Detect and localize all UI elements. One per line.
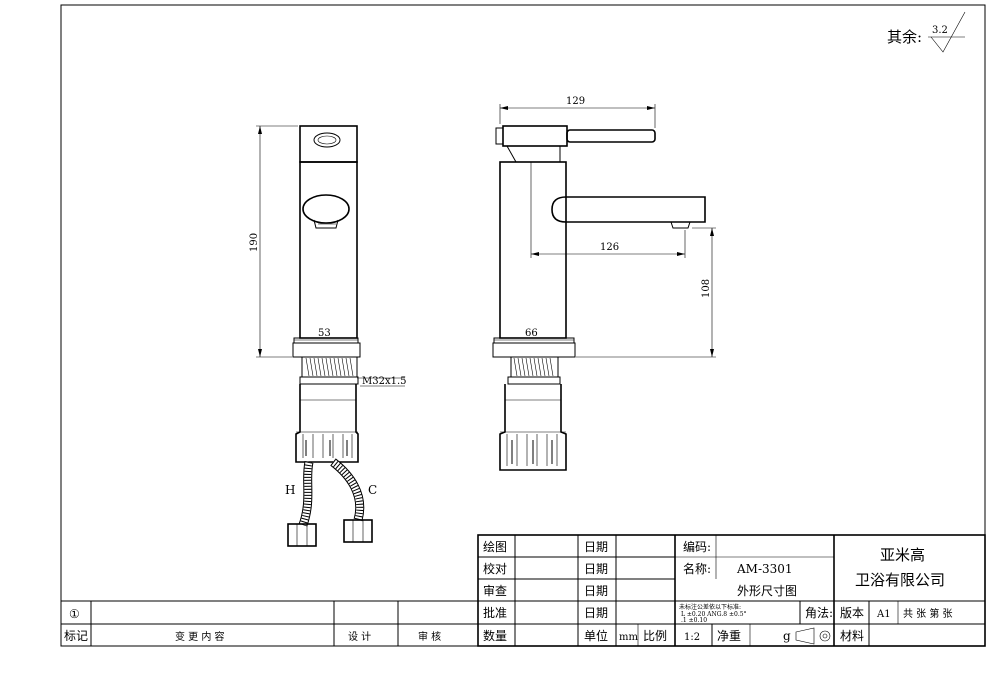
scale-label: 比例 — [643, 629, 667, 643]
revision-block: ① 标记 变 更 内 容 设 计 审 核 — [61, 600, 478, 646]
front-nut — [295, 384, 359, 463]
check-label: 校对 — [483, 561, 507, 576]
dim-height-total: 190 — [249, 233, 260, 252]
design-label: 设 计 — [348, 630, 371, 643]
approve-date-label: 日期 — [584, 606, 608, 620]
projection-symbol-icon — [795, 627, 831, 645]
version-label: 版本 — [840, 606, 864, 620]
version-value: A1 — [876, 609, 891, 620]
side-body — [499, 161, 567, 339]
sheet-border — [60, 4, 986, 647]
tolerance-note-3: .1 ±0.10 — [681, 617, 707, 624]
dim-reach: 126 — [600, 242, 619, 253]
roughness-label: 其余: — [887, 28, 922, 46]
quantity-label: 数量 — [483, 628, 507, 643]
hot-hose-nut — [287, 523, 317, 547]
front-aerator — [302, 194, 350, 224]
side-base — [492, 342, 576, 358]
title-block: 绘图 校对 审查 批准 数量 日期 日期 日期 日期 单位 mm 比例 1:2 … — [477, 534, 986, 647]
name-label: 名称: — [683, 561, 711, 576]
front-view: H C 190 53 M32x1.5 — [249, 125, 407, 547]
front-body — [299, 161, 358, 339]
dim-base-side: 66 — [525, 328, 538, 339]
side-view: 129 126 108 66 — [492, 96, 716, 471]
unit-value: mm — [619, 632, 638, 643]
change-content-label: 变 更 内 容 — [175, 630, 225, 643]
cold-label: C — [368, 483, 377, 497]
sheets-text: 共 张 第 张 — [903, 607, 953, 620]
company-name-line1: 亚米高 — [880, 546, 925, 564]
unit-label: 单位 — [584, 628, 608, 643]
drawing-title: 外形尺寸图 — [737, 584, 797, 598]
side-nut — [499, 384, 567, 471]
review-label: 审 核 — [418, 630, 441, 643]
material-label: 材料 — [840, 629, 864, 643]
dim-base-front: 53 — [318, 328, 331, 339]
weight-label: 净重 — [717, 629, 741, 643]
audit-label: 审查 — [483, 583, 507, 598]
revision-mark: ① — [69, 607, 80, 621]
dim-width-spout: 129 — [566, 96, 585, 107]
draw-date-label: 日期 — [584, 540, 608, 554]
weight-unit: g — [783, 629, 791, 643]
dim-spout-height: 108 — [701, 279, 712, 298]
dim-thread: M32x1.5 — [362, 376, 407, 387]
roughness-check-icon — [930, 11, 966, 53]
company-name-line2: 卫浴有限公司 — [855, 571, 945, 589]
audit-date-label: 日期 — [584, 584, 608, 598]
angle-label: 角法: — [805, 606, 833, 620]
tolerance-note-1: 未标注公差依以下标准: — [679, 603, 741, 611]
roughness-note: 其余: 3.2 — [887, 11, 966, 53]
code-label: 编码: — [683, 539, 711, 554]
model-number: AM-3301 — [736, 562, 793, 576]
tolerance-note-2: L ±0.20 ANG.8 ±0.5° — [681, 611, 747, 618]
cold-hose-nut — [343, 519, 373, 543]
draw-label: 绘图 — [483, 539, 507, 554]
mark-label: 标记 — [64, 629, 88, 643]
check-date-label: 日期 — [584, 562, 608, 576]
approve-label: 批准 — [483, 605, 507, 620]
roughness-value: 3.2 — [932, 25, 948, 36]
scale-value: 1:2 — [684, 632, 700, 643]
side-lever-hub — [502, 125, 568, 147]
front-base — [292, 342, 361, 358]
side-lever-arm — [566, 129, 656, 143]
side-spout — [551, 196, 706, 223]
hot-label: H — [285, 483, 295, 497]
